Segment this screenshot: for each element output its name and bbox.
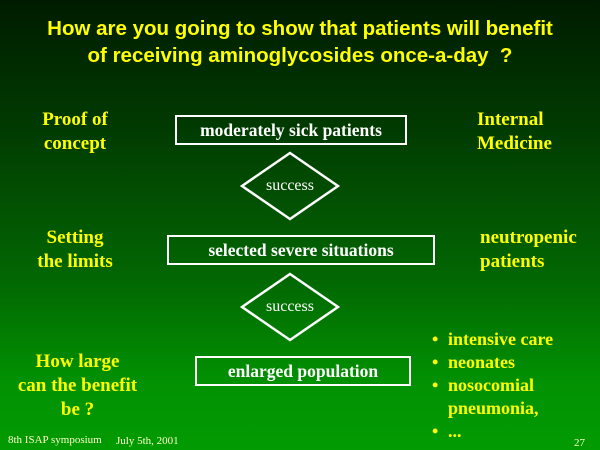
bullet-icon: • bbox=[432, 352, 439, 372]
diamond-label: success bbox=[266, 177, 314, 194]
bullet-list: • intensive care • neonates • nosocomial… bbox=[432, 328, 597, 443]
flow-box-label: moderately sick patients bbox=[200, 120, 382, 140]
flow-box-label: selected severe situations bbox=[208, 240, 394, 260]
left-label-how-large-benefit: How large can the benefit be ? bbox=[17, 351, 138, 420]
left-label-proof-of-concept: Proof of concept bbox=[42, 109, 108, 154]
bullet-item: • intensive care bbox=[432, 328, 597, 351]
flow-box-label: enlarged population bbox=[227, 361, 379, 381]
bullet-icon: • bbox=[432, 421, 439, 441]
bullet-icon: • bbox=[432, 329, 439, 349]
diamond-shape-icon bbox=[240, 272, 340, 342]
bullet-text: nosocomial pneumonia, bbox=[448, 375, 539, 418]
flow-box-moderately-sick-patients: moderately sick patients bbox=[175, 115, 407, 145]
bullet-text: neonates bbox=[448, 352, 515, 372]
slide-title-line2: of receiving aminoglycosides once-a-day … bbox=[87, 44, 513, 67]
success-diamond-2: success bbox=[240, 272, 340, 342]
bullet-item: • neonates bbox=[432, 351, 597, 374]
right-label-neutropenic-patients: neutropenic patients bbox=[480, 227, 577, 272]
bullet-text: ... bbox=[448, 421, 462, 441]
right-label-internal-medicine: Internal Medicine bbox=[477, 109, 552, 154]
slide-title-line1: How are you going to show that patients … bbox=[47, 17, 553, 40]
slide-title: How are you going to show that patients … bbox=[0, 15, 600, 69]
diamond-label: success bbox=[266, 298, 314, 315]
bullet-item: • ... bbox=[432, 420, 597, 443]
bullet-icon: • bbox=[432, 375, 439, 395]
bullet-text: intensive care bbox=[448, 329, 554, 349]
diamond-shape-icon bbox=[240, 151, 340, 221]
success-diamond-1: success bbox=[240, 151, 340, 221]
left-label-setting-the-limits: Setting the limits bbox=[37, 227, 113, 272]
footer-event: 8th ISAP symposium bbox=[8, 434, 102, 446]
bullet-item: • nosocomial pneumonia, bbox=[432, 374, 597, 420]
flow-box-enlarged-population: enlarged population bbox=[195, 356, 411, 386]
footer-page-number: 27 bbox=[574, 437, 585, 449]
flow-box-selected-severe-situations: selected severe situations bbox=[167, 235, 435, 265]
footer-date: July 5th, 2001 bbox=[116, 435, 179, 447]
